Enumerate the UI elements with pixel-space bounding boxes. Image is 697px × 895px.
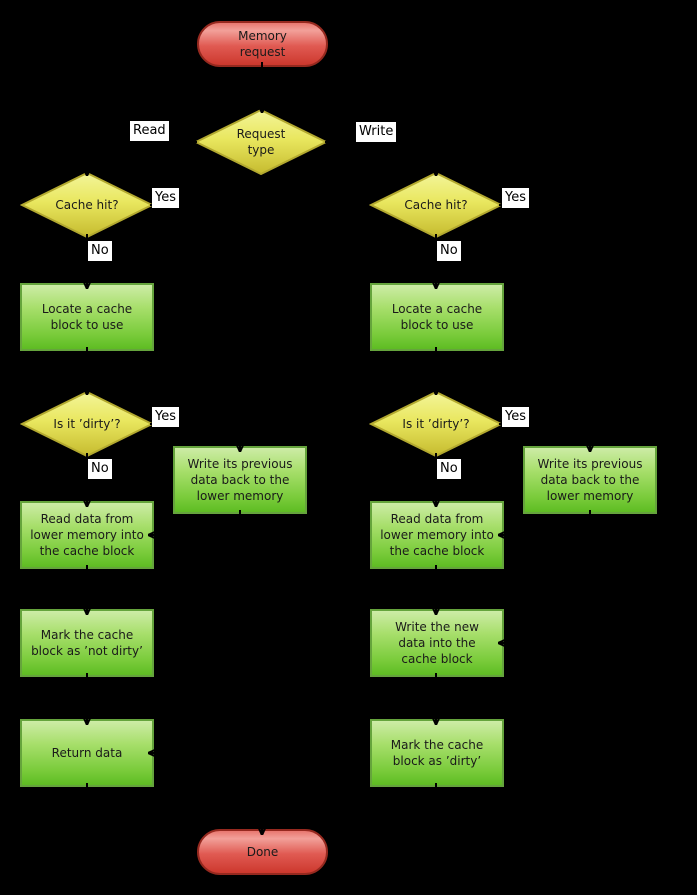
- edge-return-data-to-done: [86, 783, 262, 834]
- node-dirty-read: Is it ’dirty’?: [20, 391, 154, 457]
- node-locate-read: Locate a cache block to use: [20, 283, 154, 351]
- node-write-new: Write the new data into the cache block: [370, 609, 504, 677]
- node-mark-notdirty-label: Mark the cache block as ’not dirty’: [31, 628, 143, 658]
- node-request-type-label: Request type: [236, 127, 286, 157]
- node-locate-write-label: Locate a cache block to use: [391, 302, 483, 332]
- edge-label-no-cache-write: No: [437, 241, 461, 261]
- node-writeback-read-label: Write its previous data back to the lowe…: [187, 457, 293, 503]
- edge-label-write: Write: [356, 122, 397, 142]
- node-return-data-label: Return data: [51, 746, 123, 760]
- edge-request-type-write: [325, 141, 436, 175]
- node-writeback-write-label: Write its previous data back to the lowe…: [537, 457, 643, 503]
- edge-label-yes-cache-read: Yes: [152, 188, 179, 208]
- node-writeback-write: Write its previous data back to the lowe…: [523, 446, 657, 514]
- edge-label-read: Read: [130, 121, 169, 141]
- node-cache-hit-read: Cache hit?: [20, 172, 154, 238]
- node-read-lower-read: Read data from lower memory into the cac…: [20, 501, 154, 569]
- node-locate-write: Locate a cache block to use: [370, 283, 504, 351]
- node-cache-hit-read-label: Cache hit?: [55, 198, 119, 212]
- edge-label-yes-dirty-write: Yes: [502, 407, 529, 427]
- node-mark-dirty: Mark the cache block as ’dirty’: [370, 719, 504, 787]
- edge-label-yes-dirty-read: Yes: [152, 407, 179, 427]
- node-cache-hit-write: Cache hit?: [369, 172, 503, 238]
- edge-label-yes-cache-write: Yes: [502, 188, 529, 208]
- node-memory-request: Memory request: [197, 21, 328, 67]
- edge-mark-dirty-to-done: [262, 783, 437, 834]
- node-dirty-write: Is it ’dirty’?: [369, 391, 503, 457]
- node-mark-dirty-label: Mark the cache block as ’dirty’: [390, 738, 484, 768]
- node-mark-notdirty: Mark the cache block as ’not dirty’: [20, 609, 154, 677]
- node-return-data: Return data: [20, 719, 154, 787]
- node-request-type: Request type: [194, 109, 328, 175]
- node-dirty-write-label: Is it ’dirty’?: [402, 417, 470, 431]
- edge-label-no-dirty-read: No: [88, 459, 112, 479]
- node-writeback-read: Write its previous data back to the lowe…: [173, 446, 307, 514]
- node-done: Done: [197, 829, 328, 875]
- node-read-lower-read-label: Read data from lower memory into the cac…: [30, 512, 144, 558]
- edge-request-type-read: [87, 141, 197, 175]
- node-read-lower-write-label: Read data from lower memory into the cac…: [380, 512, 494, 558]
- edge-label-no-cache-read: No: [88, 241, 112, 261]
- node-dirty-read-label: Is it ’dirty’?: [53, 417, 121, 431]
- node-cache-hit-write-label: Cache hit?: [404, 198, 468, 212]
- node-memory-request-label: Memory request: [238, 29, 287, 59]
- node-write-new-label: Write the new data into the cache block: [395, 620, 479, 666]
- edge-label-no-dirty-write: No: [437, 459, 461, 479]
- node-done-label: Done: [246, 845, 279, 859]
- node-read-lower-write: Read data from lower memory into the cac…: [370, 501, 504, 569]
- node-locate-read-label: Locate a cache block to use: [41, 302, 133, 332]
- diamond-shape: [194, 109, 328, 175]
